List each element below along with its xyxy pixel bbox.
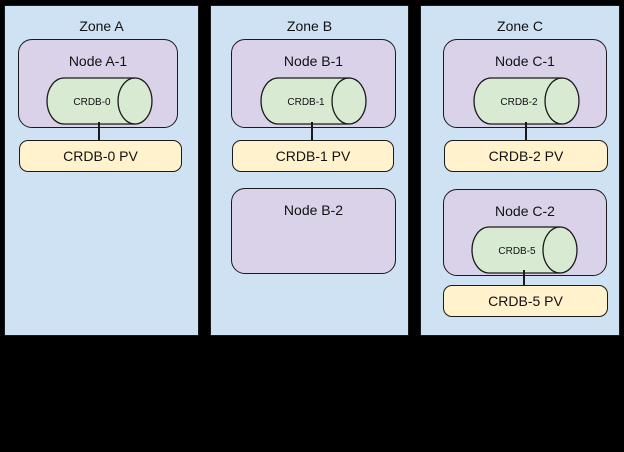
- pv-box: CRDB-2 PV: [444, 140, 608, 172]
- zone-b-title: Zone B: [286, 18, 333, 34]
- node-c1: Node C-1 CRDB-2: [443, 39, 607, 128]
- zone-c-title: Zone C: [497, 18, 543, 34]
- connector-line: [525, 122, 527, 141]
- connector-line: [523, 270, 525, 286]
- db-cylinder-icon: CRDB-1: [260, 77, 367, 125]
- pv-box: CRDB-0 PV: [19, 140, 182, 172]
- db-label: CRDB-1: [287, 97, 325, 108]
- node-b2: Node B-2: [231, 188, 396, 274]
- node-a1: Node A-1 CRDB-0: [18, 39, 178, 128]
- node-c2: Node C-2 CRDB-5: [443, 189, 607, 276]
- db-label: CRDB-2: [500, 97, 538, 108]
- connector-line: [311, 122, 313, 141]
- zone-a-panel: Zone A Node A-1 CRDB-0 CRDB-0 PV: [4, 5, 199, 336]
- zone-a-title: Zone A: [79, 18, 124, 34]
- connector-line: [98, 122, 100, 141]
- node-b1-title: Node B-1: [283, 53, 344, 69]
- zone-c-panel: Zone C Node C-1 CRDB-2 CRDB-2 PV Node C-…: [420, 5, 620, 336]
- pv-box: CRDB-5 PV: [443, 285, 608, 317]
- zone-b-panel: Zone B Node B-1 CRDB-1 CRDB-1 PV Node B-…: [210, 5, 409, 336]
- node-a1-title: Node A-1: [68, 53, 128, 69]
- db-cylinder-icon: CRDB-2: [473, 77, 580, 125]
- db-label: CRDB-0: [73, 97, 111, 108]
- node-b2-title: Node B-2: [283, 202, 344, 218]
- pv-box: CRDB-1 PV: [232, 140, 394, 172]
- db-cylinder-icon: CRDB-0: [46, 77, 153, 125]
- node-c1-title: Node C-1: [495, 53, 555, 69]
- node-c2-title: Node C-2: [495, 203, 555, 219]
- db-cylinder-icon: CRDB-5: [471, 226, 578, 274]
- node-b1: Node B-1 CRDB-1: [231, 39, 396, 128]
- db-label: CRDB-5: [498, 246, 536, 257]
